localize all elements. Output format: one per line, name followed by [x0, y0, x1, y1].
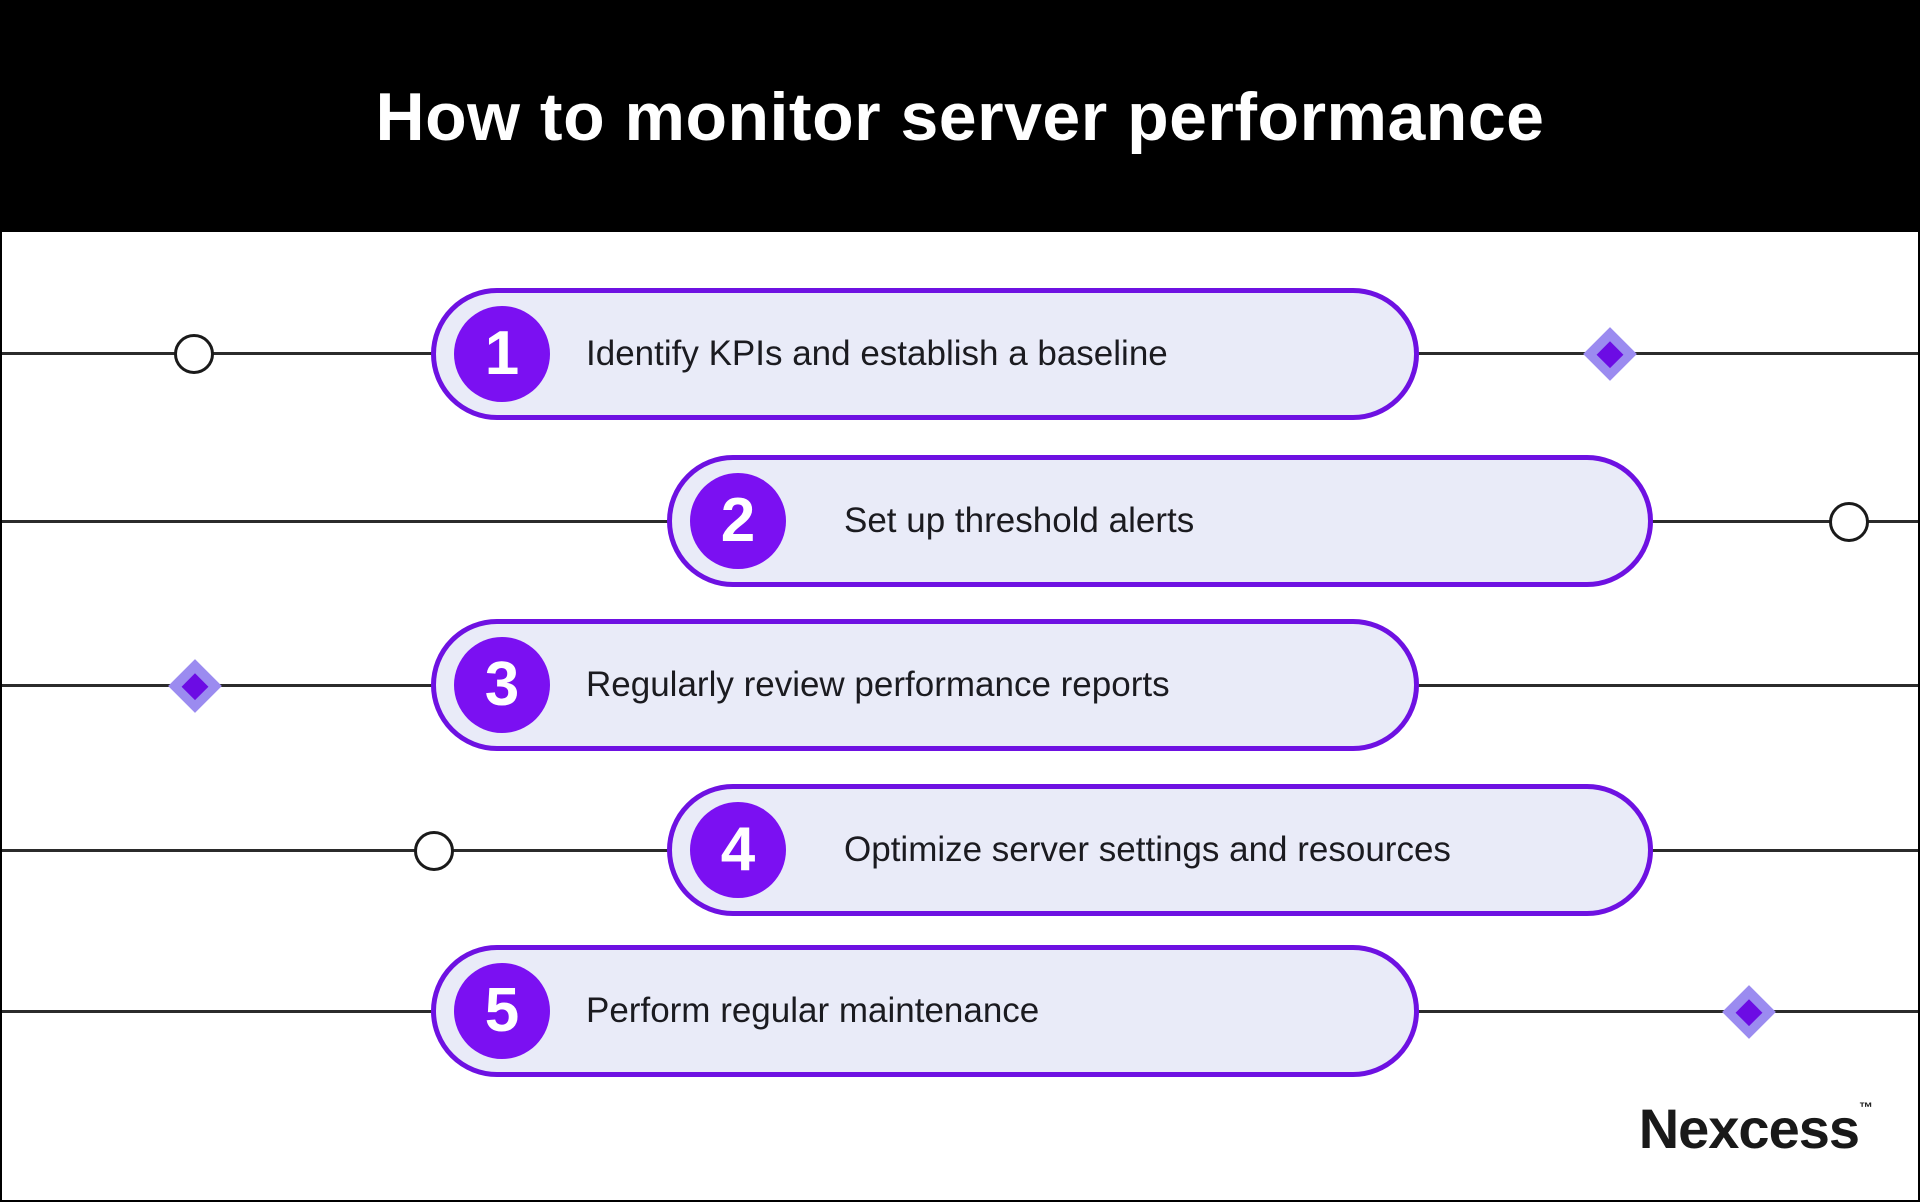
- header-band: How to monitor server performance: [2, 2, 1918, 232]
- diamond-node-row5: [1722, 985, 1776, 1039]
- step-card-3: 3 Regularly review performance reports: [431, 619, 1419, 751]
- step-number-badge-5: 5: [454, 963, 550, 1059]
- trademark-symbol: ™: [1859, 1099, 1873, 1115]
- step-label-1: Identify KPIs and establish a baseline: [586, 334, 1168, 373]
- page-title: How to monitor server performance: [375, 79, 1545, 155]
- step-card-4: 4 Optimize server settings and resources: [667, 784, 1653, 916]
- diamond-node-row3: [168, 659, 222, 713]
- step-number-badge-4: 4: [690, 802, 786, 898]
- step-label-4: Optimize server settings and resources: [844, 830, 1451, 869]
- step-card-1: 1 Identify KPIs and establish a baseline: [431, 288, 1419, 420]
- step-number-badge-2: 2: [690, 473, 786, 569]
- circle-node-row1: [174, 334, 214, 374]
- step-number-badge-1: 1: [454, 306, 550, 402]
- step-label-2: Set up threshold alerts: [844, 501, 1195, 540]
- circle-node-row4: [414, 831, 454, 871]
- step-card-2: 2 Set up threshold alerts: [667, 455, 1653, 587]
- circle-node-row2: [1829, 502, 1869, 542]
- step-label-5: Perform regular maintenance: [586, 991, 1040, 1030]
- diamond-core: [1735, 998, 1763, 1026]
- brand-name: Nexcess: [1638, 1097, 1860, 1160]
- diamond-core: [1596, 340, 1624, 368]
- step-label-3: Regularly review performance reports: [586, 665, 1170, 704]
- step-card-5: 5 Perform regular maintenance: [431, 945, 1419, 1077]
- step-number-badge-3: 3: [454, 637, 550, 733]
- diamond-node-row1: [1583, 327, 1637, 381]
- brand-logo: Nexcess™: [1639, 1100, 1873, 1157]
- diamond-core: [181, 672, 209, 700]
